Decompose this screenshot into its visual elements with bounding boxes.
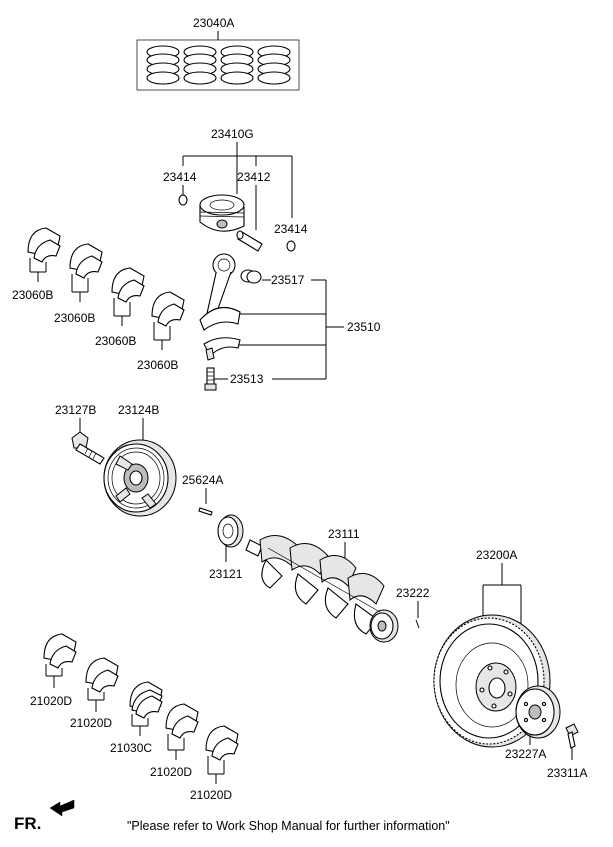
flywheel-bolt[interactable]: 23311A — [547, 723, 587, 780]
crank-sprocket[interactable]: 23121 — [209, 514, 244, 581]
connecting-rod[interactable] — [199, 253, 241, 331]
conrod-bolt[interactable] — [204, 367, 217, 391]
ring-group — [146, 45, 291, 85]
piston-pin[interactable] — [236, 230, 263, 252]
label-crankshaft: 23111 — [328, 527, 360, 541]
snap-ring-right[interactable] — [286, 240, 296, 252]
connecting-rod-group[interactable]: 23517 23510 23513 — [199, 253, 381, 391]
label-connecting-rod-assy: 23510 — [347, 320, 381, 334]
front-arrow-icon — [49, 799, 75, 817]
main-bearing-3[interactable]: 21020D — [150, 703, 199, 779]
crankshaft[interactable]: 23111 — [245, 527, 399, 643]
label-dowel-pin: 23222 — [396, 586, 430, 600]
woodruff-key[interactable]: 25624A — [182, 473, 223, 516]
footer-note: "Please refer to Work Shop Manual for fu… — [127, 819, 450, 833]
pulley-bolt[interactable]: 23127B — [55, 403, 105, 465]
label-adaptor-plate: 23227A — [505, 747, 546, 761]
piston-ring-set[interactable]: 23040A — [136, 16, 300, 91]
label-pulley-bolt: 23127B — [55, 403, 96, 417]
snap-ring-left[interactable] — [178, 194, 188, 206]
label-snap-ring-left: 23414 — [163, 170, 197, 184]
label-main-bearing-1: 21020D — [30, 694, 72, 708]
label-conrod-bearing-4: 23060B — [137, 358, 178, 372]
label-flywheel-bolt: 23311A — [547, 766, 587, 780]
label-piston-assy: 23410G — [211, 127, 254, 141]
label-conrod-bearing-2: 23060B — [54, 311, 95, 325]
label-woodruff-key: 25624A — [182, 473, 223, 487]
main-bearing-1[interactable]: 21020D — [30, 633, 77, 708]
conrod-bearing-1[interactable]: 23060B — [12, 227, 61, 302]
label-main-bearing-3: 21020D — [150, 765, 192, 779]
front-label: FR. — [14, 814, 41, 833]
label-crank-sprocket: 23121 — [209, 567, 243, 581]
label-snap-ring-right: 23414 — [274, 222, 308, 236]
piston-assembly[interactable]: 23410G 23414 23412 23414 — [163, 127, 308, 252]
rod-cap[interactable] — [203, 337, 241, 361]
label-main-bearing-4: 21020D — [190, 788, 232, 802]
conrod-bearing-4[interactable]: 23060B — [137, 291, 185, 372]
label-conrod-bearing-1: 23060B — [12, 288, 53, 302]
adaptor-plate[interactable]: 23227A — [505, 685, 561, 761]
label-conrod-bolt: 23513 — [230, 372, 264, 386]
label-main-bearing-2: 21020D — [70, 716, 112, 730]
piston[interactable] — [199, 194, 245, 232]
main-bearing-4[interactable]: 21020D — [190, 725, 239, 802]
label-main-bearing-thrust: 21030C — [110, 741, 152, 755]
front-indicator: FR. — [14, 799, 75, 833]
label-piston-pin: 23412 — [237, 170, 271, 184]
conrod-bearing-3[interactable]: 23060B — [95, 267, 145, 348]
small-end-bush[interactable] — [240, 269, 262, 284]
main-bearing-thrust[interactable]: 21030C — [110, 681, 163, 755]
damper-pulley[interactable]: 23124B — [103, 403, 177, 517]
main-bearing-2[interactable]: 21020D — [70, 657, 119, 730]
label-conrod-bearing-3: 23060B — [95, 334, 136, 348]
dowel-pin[interactable]: 23222 — [396, 586, 430, 629]
label-piston-ring-set: 23040A — [193, 16, 234, 30]
label-small-end-bush: 23517 — [271, 273, 305, 287]
label-damper-pulley: 23124B — [118, 403, 159, 417]
label-flywheel-assy: 23200A — [476, 548, 517, 562]
conrod-bearing-2[interactable]: 23060B — [54, 243, 103, 325]
